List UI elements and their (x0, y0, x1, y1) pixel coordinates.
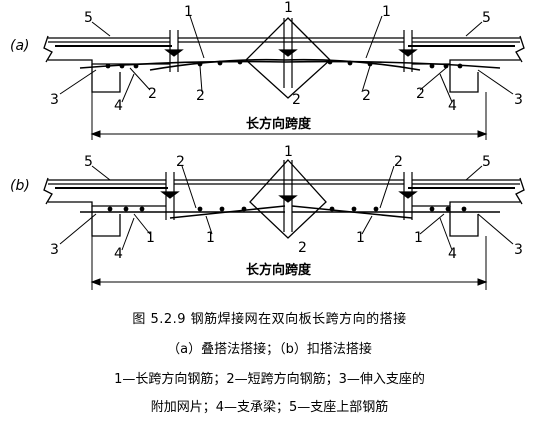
slab-a (43, 35, 525, 65)
callout-2-b3: 2 (298, 240, 307, 256)
leaders-a (59, 15, 514, 103)
callout-2-a1: 2 (148, 86, 157, 102)
leaders-b (59, 165, 514, 251)
callout-1-center-a: 1 (284, 0, 293, 16)
callout-1-b4: 1 (356, 230, 365, 246)
slab-b (43, 177, 525, 207)
figure-subcaption: （a）叠搭法搭接；（b）扣搭法搭接 (167, 342, 372, 357)
callout-1-b5: 1 (414, 230, 423, 246)
callout-1-b1: 1 (146, 230, 155, 246)
span-dimension-a (90, 92, 488, 140)
legend-line-2: 附加网片；4—支承梁；5—支座上部钢筋 (150, 400, 389, 415)
callout-5-left-a: 5 (84, 10, 93, 26)
callout-4-left-a: 4 (114, 98, 123, 114)
callout-1-left-a: 1 (184, 4, 193, 20)
callout-4-right-b: 4 (448, 246, 457, 262)
panel-a-tag: (a) (10, 38, 30, 54)
callout-3-right-a: 3 (514, 92, 523, 108)
callout-2-a5: 2 (416, 86, 425, 102)
support-beam-b (91, 206, 479, 237)
legend-line-1: 1—长跨方向钢筋；2—短跨方向钢筋；3—伸入支座的 (114, 372, 425, 387)
lap-splice-diagram: (a) (10, 0, 525, 290)
weld-posts-a (164, 18, 418, 88)
callout-1-center-b: 1 (284, 144, 293, 160)
detail-rhombus-a (245, 17, 331, 99)
callout-2-a4: 2 (362, 88, 371, 104)
callout-3-right-b: 3 (514, 242, 523, 258)
short-span-bars-b (107, 206, 467, 212)
callout-3-left-a: 3 (50, 92, 59, 108)
panel-b-tag: (b) (10, 178, 30, 194)
callout-2-left-b: 2 (176, 154, 185, 170)
callout-1-b2: 1 (206, 230, 215, 246)
long-span-bars-a (79, 58, 501, 71)
callout-2-right-b: 2 (394, 154, 403, 170)
long-span-bars-b (80, 205, 500, 219)
panel-b: (b) (10, 144, 525, 290)
callout-4-right-a: 4 (448, 98, 457, 114)
span-label-a: 长方向跨度 (246, 116, 312, 132)
weld-posts-b (160, 160, 418, 232)
callout-5-right-a: 5 (482, 10, 491, 26)
callout-2-a2: 2 (196, 88, 205, 104)
callout-5-left-b: 5 (84, 154, 93, 170)
callout-3-left-b: 3 (50, 242, 59, 258)
figure-caption: 图 5.2.9 钢筋焊接网在双向板长跨方向的搭接 (132, 312, 407, 327)
detail-rhombus-b (249, 159, 327, 239)
span-label-b: 长方向跨度 (246, 262, 312, 278)
callout-2-a3: 2 (292, 92, 301, 108)
callout-4-left-b: 4 (114, 246, 123, 262)
callout-1-right-a: 1 (382, 4, 391, 20)
span-dimension-b (90, 236, 488, 290)
callout-5-right-b: 5 (482, 154, 491, 170)
panel-a: (a) (10, 0, 525, 140)
support-beam-a (91, 64, 479, 93)
